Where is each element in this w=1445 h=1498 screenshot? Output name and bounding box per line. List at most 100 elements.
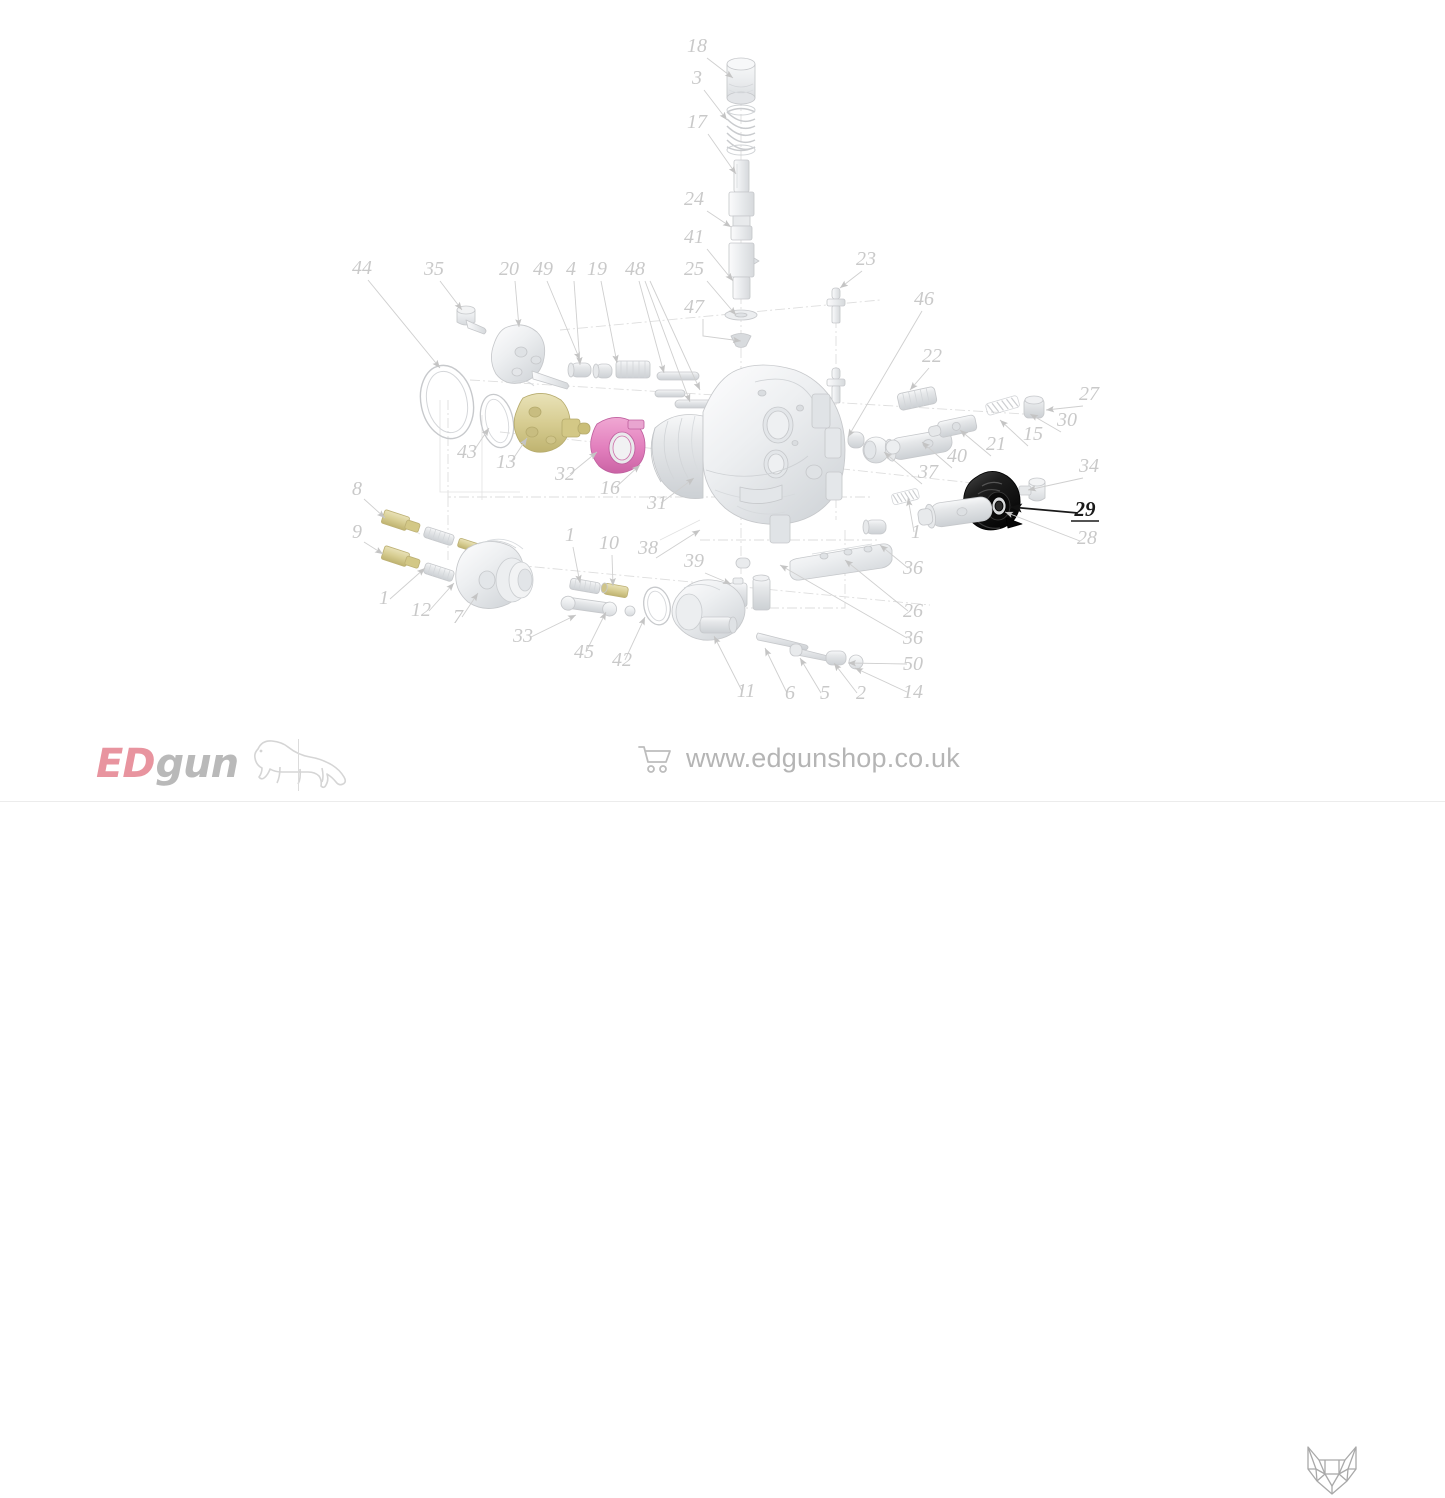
callout-number-18: 18	[687, 35, 707, 57]
callout-leader-28	[1004, 511, 1081, 542]
brand-gun-text: gun	[155, 741, 240, 787]
callout-leader-25	[706, 280, 737, 316]
callout-leader-42	[624, 616, 646, 661]
callout-number-5: 5	[820, 682, 830, 704]
callout-number-36b: 36	[902, 627, 923, 649]
callout-leader-22	[909, 367, 930, 391]
callout-number-19: 19	[587, 258, 607, 280]
callout-number-45: 45	[574, 641, 594, 663]
part-49-bush	[567, 362, 592, 378]
callout-number-13: 13	[496, 451, 516, 473]
part-33-link-rod	[560, 595, 618, 617]
callout-number-25: 25	[684, 258, 704, 280]
part-38-cylinder	[735, 557, 771, 611]
callout-number-44: 44	[352, 257, 372, 279]
callout-leader-36a	[879, 544, 909, 569]
callout-leader-9	[363, 541, 384, 555]
site-url-block[interactable]: www.edgunshop.co.uk	[638, 743, 960, 774]
callout-leader-40	[921, 441, 953, 469]
callout-number-15: 15	[1023, 423, 1043, 445]
part-24-spacer	[730, 225, 753, 241]
callout-number-47: 47	[684, 296, 705, 318]
footer-vertical-divider	[298, 739, 299, 791]
callout-number-49: 49	[533, 258, 553, 280]
footer-divider	[0, 801, 1445, 802]
exploded-diagram-svg: 1831724412547234622273015214037342928136…	[352, 35, 1100, 704]
part-8-spring	[423, 526, 455, 546]
callout-leader-11	[713, 635, 743, 692]
callout-number-46: 46	[914, 288, 934, 310]
part-32-magenta-collar	[590, 417, 646, 474]
callout-leader-21	[959, 429, 992, 457]
callout-leader-15	[999, 419, 1029, 447]
callout-number-7: 7	[453, 606, 464, 628]
part-21-coupler	[928, 414, 978, 438]
callout-leader-47	[702, 319, 742, 344]
callout-leader-29	[1009, 503, 1079, 514]
part-45-ball-pin	[624, 605, 636, 617]
part-4-bush	[592, 363, 613, 379]
callout-number-29: 29	[1074, 497, 1097, 521]
callout-number-21: 21	[986, 433, 1006, 455]
callout-number-43: 43	[457, 441, 477, 463]
callout-number-28: 28	[1077, 527, 1097, 549]
callout-leader-36b	[779, 564, 908, 639]
callout-leader-34	[1027, 477, 1084, 492]
edgun-brand-logo[interactable]: ED gun	[96, 737, 352, 791]
callout-number-38: 38	[637, 537, 658, 559]
callout-number-39: 39	[683, 550, 704, 572]
part-3-coil-spring	[726, 104, 756, 156]
callout-number-16: 16	[600, 477, 620, 499]
geometric-wolf-head-icon	[1307, 1446, 1357, 1495]
callout-leader-3	[703, 89, 728, 121]
callout-leader-17	[707, 133, 737, 175]
callout-number-48: 48	[625, 258, 645, 280]
part-41-piston	[728, 242, 760, 300]
callout-leader-14	[854, 667, 908, 693]
callout-number-34: 34	[1078, 455, 1099, 477]
callout-number-14: 14	[903, 681, 923, 703]
callout-leader-18	[706, 57, 734, 79]
callout-number-26: 26	[903, 600, 923, 622]
callout-leader-44	[367, 279, 441, 369]
callout-number-22: 22	[922, 345, 942, 367]
callout-leader-46	[847, 310, 923, 438]
part-28-cylinder	[917, 496, 993, 529]
callout-leader-8	[363, 498, 386, 519]
part-10-insert	[600, 582, 629, 598]
callout-leader-7	[461, 592, 479, 618]
callout-leader-1b	[572, 546, 582, 584]
part-20-manifold	[491, 324, 569, 390]
part-44-large-oring	[419, 364, 475, 440]
callout-number-17: 17	[687, 111, 708, 133]
callout-leader-6	[764, 647, 788, 694]
callout-number-42: 42	[612, 649, 632, 671]
part-16-receiver-body	[702, 364, 846, 544]
callout-number-9: 9	[352, 521, 362, 543]
callout-number-23: 23	[856, 248, 876, 270]
callout-number-1l: 1	[379, 587, 389, 609]
part-11-breech	[671, 579, 746, 641]
callout-leader-43	[472, 427, 490, 453]
callout-leader-26	[844, 559, 909, 612]
part-34-bolt	[1018, 477, 1046, 502]
callout-number-2: 2	[856, 682, 866, 704]
part-37-nut	[862, 436, 890, 464]
callout-leader-37	[883, 451, 923, 485]
callout-leader-24	[706, 210, 732, 228]
shopping-cart-icon	[638, 745, 671, 773]
callout-leader-16	[614, 464, 641, 489]
callout-number-1r: 1	[911, 521, 921, 543]
callout-leader-27	[1045, 405, 1084, 413]
part-1-right-spring	[891, 488, 920, 506]
part-31-plenum-tube	[650, 414, 704, 500]
callout-leader-48c	[649, 280, 701, 391]
callout-number-31: 31	[646, 492, 667, 514]
callout-number-37: 37	[917, 461, 939, 483]
callout-leader-4	[573, 280, 583, 366]
callout-leader-32	[569, 451, 598, 475]
callout-leader-31	[660, 477, 695, 504]
callout-leader-1r	[906, 497, 915, 533]
